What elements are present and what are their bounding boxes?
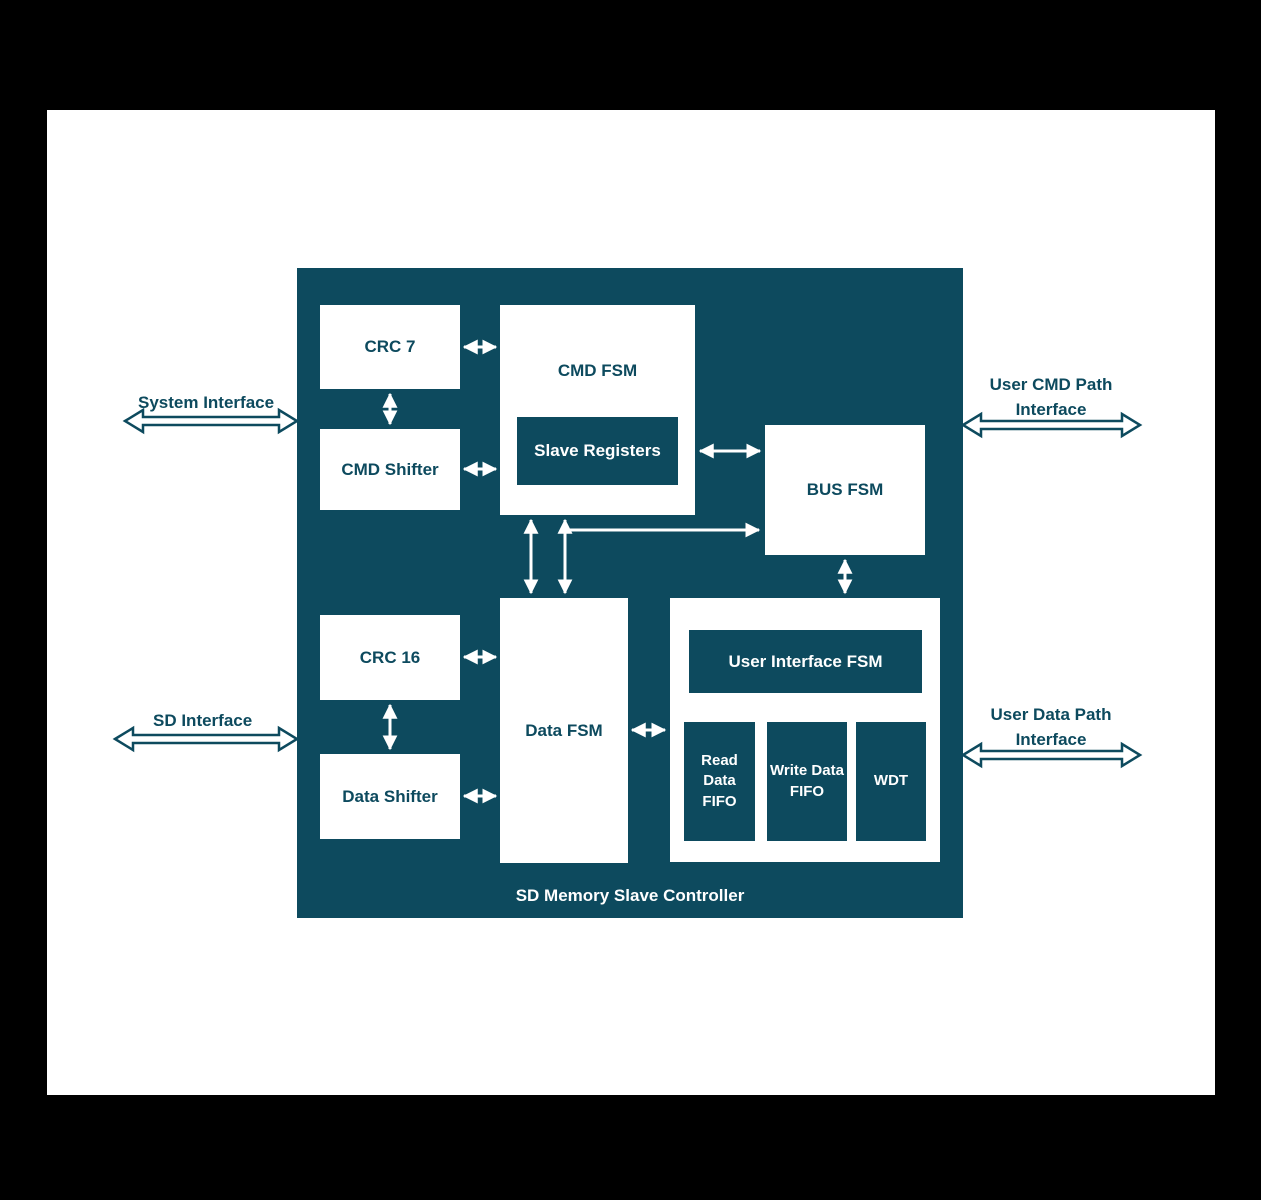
block-cmd-fsm: CMD FSM Slave Registers xyxy=(500,305,695,515)
label-user-data-path-interface: User Data Path Interface xyxy=(971,702,1131,757)
block-data-fsm: Data FSM xyxy=(500,598,628,863)
block-crc7-label: CRC 7 xyxy=(364,337,416,356)
label-user-cmd-path-interface: User CMD Path Interface xyxy=(971,372,1131,427)
block-wdt-label: WDT xyxy=(873,772,909,790)
block-data-shifter-label: Data Shifter xyxy=(342,786,438,806)
block-crc7: CRC 7 xyxy=(320,305,460,389)
block-bus-fsm: BUS FSM xyxy=(765,425,925,555)
block-user-path-group: User Interface FSM Read Data FIFO Write … xyxy=(670,598,940,862)
block-cmd-fsm-label: CMD FSM xyxy=(557,361,638,380)
block-wdt: WDT xyxy=(856,722,926,841)
block-slave-registers: Slave Registers xyxy=(517,417,678,485)
block-user-interface-fsm: User Interface FSM xyxy=(689,630,922,693)
block-cmd-shifter: CMD Shifter xyxy=(320,429,460,510)
block-crc16-label: CRC 16 xyxy=(359,647,421,667)
label-sd-interface: SD Interface xyxy=(153,708,253,738)
diagram-canvas: CRC 7 CMD FSM Slave Registers CMD Shifte… xyxy=(47,110,1215,1095)
sd-memory-slave-controller-block: CRC 7 CMD FSM Slave Registers CMD Shifte… xyxy=(297,268,963,918)
controller-title: SD Memory Slave Controller xyxy=(515,886,745,905)
label-user-cmd-path-line1: User CMD Path xyxy=(989,375,1113,394)
block-write-data-fifo-label: Write Data FIFO xyxy=(770,762,844,800)
label-system-interface: System Interface xyxy=(138,390,275,420)
label-user-data-path-line1: User Data Path xyxy=(990,705,1112,724)
block-read-data-fifo: Read Data FIFO xyxy=(684,722,755,841)
block-bus-fsm-label: BUS FSM xyxy=(806,480,884,499)
block-crc16: CRC 16 xyxy=(320,615,460,700)
block-read-data-fifo-label: Read Data FIFO xyxy=(701,752,738,810)
label-user-cmd-path-line2: Interface xyxy=(1015,400,1087,419)
block-data-shifter: Data Shifter xyxy=(320,754,460,839)
block-write-data-fifo: Write Data FIFO xyxy=(767,722,847,841)
label-user-data-path-line2: Interface xyxy=(1015,730,1087,749)
block-slave-registers-label: Slave Registers xyxy=(534,441,661,460)
block-user-interface-fsm-label: User Interface FSM xyxy=(728,651,883,671)
block-cmd-shifter-label: CMD Shifter xyxy=(341,459,439,479)
block-data-fsm-label: Data FSM xyxy=(525,720,603,740)
